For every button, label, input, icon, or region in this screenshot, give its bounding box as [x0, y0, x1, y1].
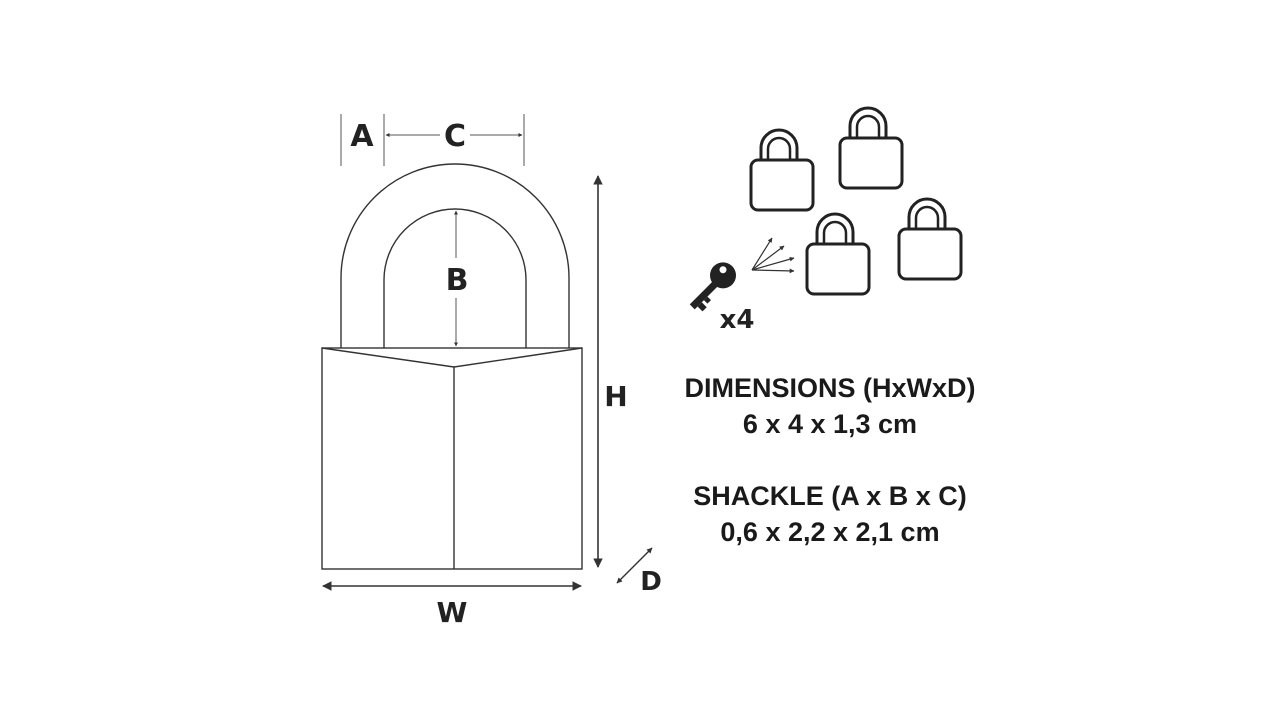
key-icon [689, 262, 736, 312]
label-b: B [446, 263, 469, 298]
padlock-icon [838, 106, 904, 190]
shackle-title: SHACKLE (A x B x C) [693, 481, 967, 511]
dimension-c: C [385, 114, 525, 166]
shackle-value: 0,6 x 2,2 x 2,1 cm [720, 517, 940, 547]
dimensions-spec: DIMENSIONS (HxWxD) 6 x 4 x 1,3 cm [620, 370, 1040, 442]
dimension-d: D [616, 547, 662, 597]
padlock-body [321, 347, 583, 570]
label-w: W [437, 596, 468, 629]
padlock-main [321, 163, 583, 570]
label-d: D [640, 567, 662, 597]
padlock-icon [897, 197, 963, 281]
padlock-icon [749, 128, 815, 212]
dimension-w: W [322, 581, 582, 629]
key-count: x4 [720, 305, 755, 335]
shackle-spec: SHACKLE (A x B x C) 0,6 x 2,2 x 2,1 cm [620, 478, 1040, 550]
shackle-outer [340, 163, 570, 348]
label-h: H [604, 380, 627, 413]
dimensions-value: 6 x 4 x 1,3 cm [742, 409, 918, 439]
padlock-icon [805, 212, 871, 296]
key-arrows [751, 237, 795, 274]
dimension-h: H [593, 175, 628, 568]
shackle-inner [383, 208, 527, 348]
dimension-a: A [340, 114, 385, 166]
dimensions-title: DIMENSIONS (HxWxD) [684, 373, 976, 403]
label-c: C [444, 119, 466, 154]
dimension-b: B [446, 210, 469, 347]
label-a: A [350, 119, 374, 154]
